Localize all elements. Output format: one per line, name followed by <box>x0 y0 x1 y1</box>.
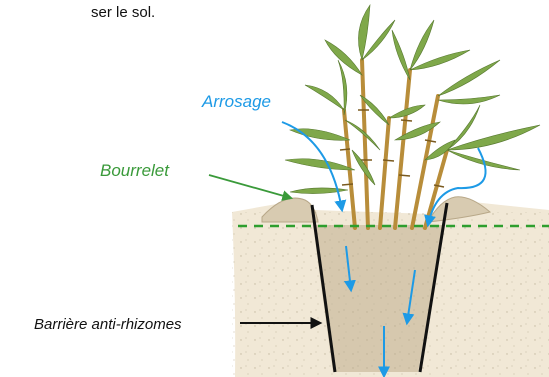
arrosage-label: Arrosage <box>202 92 271 112</box>
caption-fragment: ser le sol. <box>91 4 155 21</box>
bourrelet-pointer <box>209 175 291 198</box>
bourrelet-label: Bourrelet <box>100 161 169 181</box>
ridge-left <box>262 198 318 222</box>
bamboo-plant-icon <box>285 5 540 228</box>
barrier-label: Barrière anti-rhizomes <box>34 316 182 333</box>
